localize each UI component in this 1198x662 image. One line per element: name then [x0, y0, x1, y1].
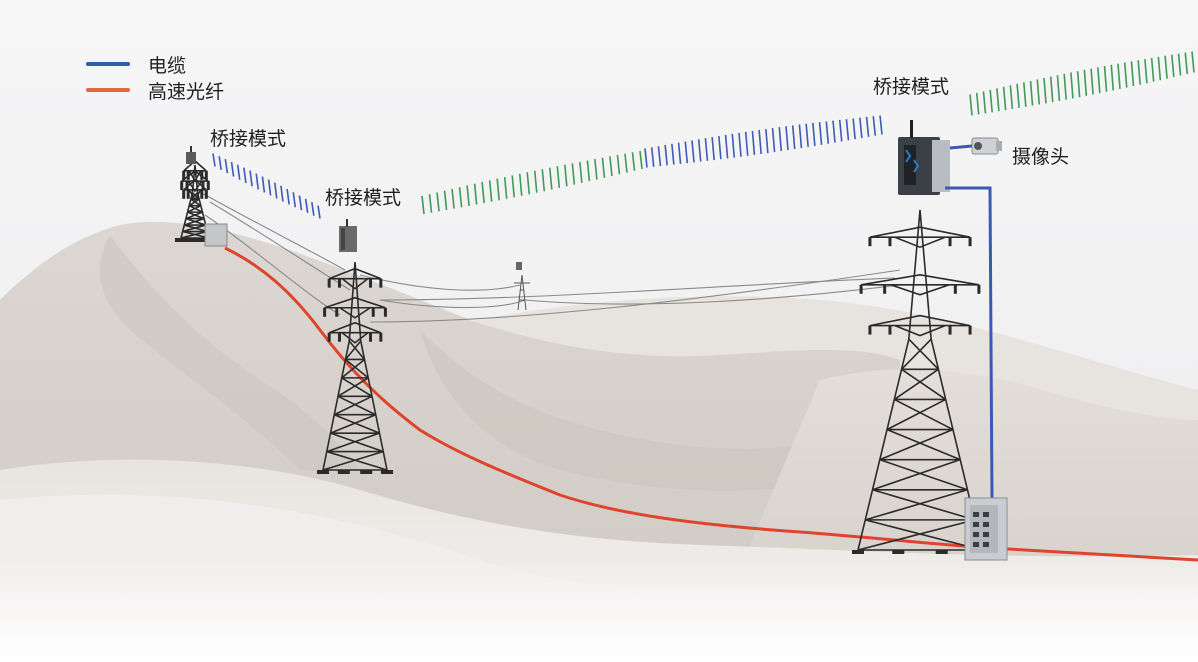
bridge-mode-label-2: 桥接模式 — [325, 187, 402, 209]
legend-swatch-cable — [86, 62, 130, 66]
legend: 电缆 高速光纤 — [86, 51, 224, 103]
wireless-wave-link-1 — [212, 153, 321, 219]
camera-icon — [971, 137, 1002, 155]
legend-label-fiber: 高速光纤 — [148, 80, 225, 103]
ethernet-cable — [945, 144, 994, 501]
wireless-wave-link-3 — [969, 51, 1195, 116]
bridge-mode-label-3: 桥接模式 — [873, 76, 950, 98]
wireless-wave-link-2b — [644, 115, 883, 168]
camera-label: 摄像头 — [1012, 146, 1070, 168]
wireless-wave-link-2a — [421, 150, 643, 215]
transmission-towers — [175, 159, 988, 554]
wireless-signal-waves — [212, 51, 1195, 219]
transmission-tower-icon — [317, 261, 393, 474]
dune-shadow-2 — [420, 330, 830, 491]
wireless-bridge-icon — [186, 146, 196, 164]
bridge-mode-label-1: 桥接模式 — [210, 128, 287, 150]
ground-fade — [0, 560, 1198, 662]
network-switch-icon — [964, 497, 1008, 561]
transmission-tower-icon — [514, 262, 530, 311]
wireless-bridge-icon — [898, 120, 950, 195]
legend-label-cable: 电缆 — [148, 54, 187, 77]
legend-item-fiber: 高速光纤 — [86, 77, 224, 103]
legend-swatch-fiber — [86, 88, 130, 92]
legend-item-cable: 电缆 — [86, 51, 224, 77]
dune-shadow-1 — [99, 235, 360, 470]
transmission-tower-icon — [852, 209, 988, 554]
transmission-tower-icon — [175, 159, 215, 242]
equipment-box — [204, 223, 228, 247]
wireless-bridge-icon — [339, 219, 357, 252]
